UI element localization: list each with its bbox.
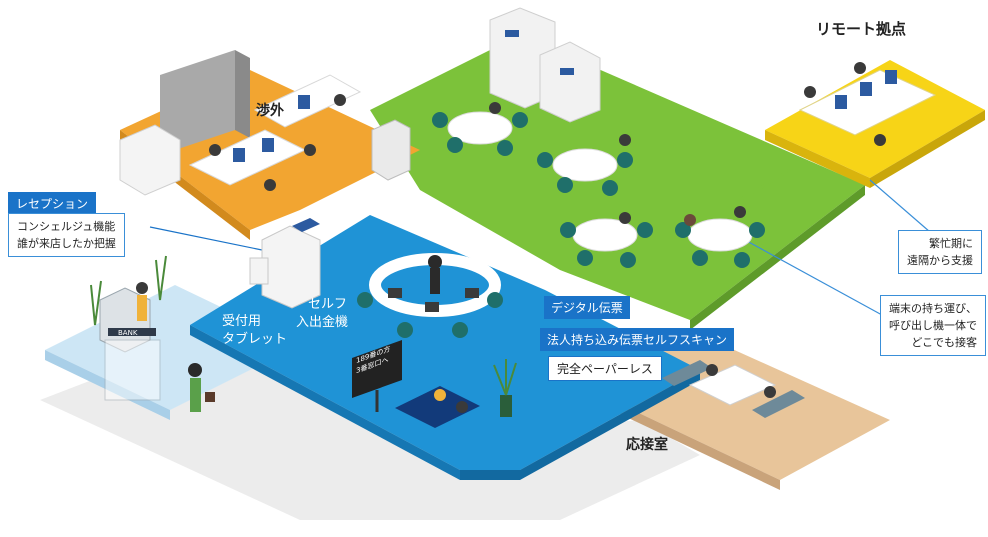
monitor-icon	[298, 95, 310, 109]
remote-connection-line	[739, 168, 791, 202]
person-icon	[619, 212, 631, 224]
external-affairs-label: 渉外	[256, 103, 284, 119]
person-icon	[334, 94, 346, 106]
remote-support-line-2: 遠隔から支援	[907, 254, 973, 267]
digital-slip-tag: デジタル伝票	[544, 296, 630, 319]
mobile-service-line-3: どこでも接客	[911, 336, 977, 349]
lobby-chairs	[357, 292, 503, 338]
person-icon	[764, 386, 776, 398]
person-icon	[264, 179, 276, 191]
remote-site-label: リモート拠点	[816, 20, 907, 38]
tablet-line-2: タブレット	[222, 332, 288, 347]
reception-line-2: 誰が来店したか把握	[17, 237, 116, 250]
self-atm-label: セルフ 入出金機	[296, 296, 348, 332]
bank-sign-board	[108, 328, 156, 336]
mobile-service-line-2: 呼び出し機一体で	[889, 319, 977, 332]
reception-leader-line	[149, 226, 263, 251]
round-table	[447, 111, 513, 145]
remote-desk	[798, 69, 937, 136]
mobile-service-callout: 端末の持ち運び、 呼び出し機一体で どこでも接客	[880, 295, 986, 356]
person-icon	[456, 401, 468, 413]
person-icon	[489, 102, 501, 114]
person-icon	[428, 255, 442, 269]
person-icon	[684, 214, 696, 226]
reception-line-1: コンシェルジュ機能	[17, 220, 116, 233]
person-icon	[804, 86, 816, 98]
chairs	[432, 112, 765, 268]
monitor-icon	[835, 95, 847, 109]
self-atm-line-1: セルフ	[308, 297, 348, 312]
person-icon	[734, 206, 746, 218]
round-table	[552, 148, 618, 182]
self-atm-machine	[261, 225, 321, 309]
tablet-label: 受付用 タブレット	[222, 313, 287, 349]
person-icon	[304, 144, 316, 156]
person-icon	[434, 389, 446, 401]
round-table	[572, 218, 638, 252]
monitor-icon	[885, 70, 897, 84]
monitor-icon	[262, 138, 274, 152]
printer-icon	[371, 119, 411, 181]
reception-room-label: 応接室	[626, 437, 668, 453]
person-icon	[854, 62, 866, 74]
person-icon	[874, 134, 886, 146]
person-icon	[619, 134, 631, 146]
person-icon	[188, 363, 202, 377]
sofa-icon	[662, 360, 712, 386]
sofa-icon	[752, 390, 805, 418]
counter-tablets	[388, 288, 479, 312]
plant-icon	[500, 395, 512, 417]
reception-callout: コンシェルジュ機能 誰が来店したか把握	[8, 213, 125, 257]
person-icon	[706, 364, 718, 376]
monitor-icon	[233, 148, 245, 162]
monitor-icon	[860, 82, 872, 96]
digital-signage	[352, 340, 402, 398]
mobile-leader-line	[744, 239, 883, 316]
remote-support-callout: 繁忙期に 遠隔から支援	[898, 230, 982, 274]
mobile-service-line-1: 端末の持ち運び、	[889, 302, 977, 315]
storage-locker	[160, 50, 235, 155]
remote-leader-line	[869, 179, 931, 233]
reception-title: レセプション	[8, 192, 97, 215]
paperless-tag: 完全ペーパーレス	[548, 356, 662, 381]
person-icon	[209, 144, 221, 156]
round-table	[687, 218, 753, 252]
copier-left	[119, 124, 181, 196]
reception-tablet	[249, 257, 269, 285]
lobby-sofa	[395, 386, 480, 428]
meeting-table	[688, 364, 777, 406]
briefcase-icon	[205, 392, 215, 402]
bank-sign: BANK	[118, 329, 138, 337]
remote-support-line-1: 繁忙期に	[929, 237, 973, 250]
tablet-line-1: 受付用	[222, 314, 262, 329]
person-icon	[136, 282, 148, 294]
self-scan-tag: 法人持ち込み伝票セルフスキャン	[540, 328, 735, 351]
self-atm-line-2: 入出金機	[296, 315, 349, 330]
